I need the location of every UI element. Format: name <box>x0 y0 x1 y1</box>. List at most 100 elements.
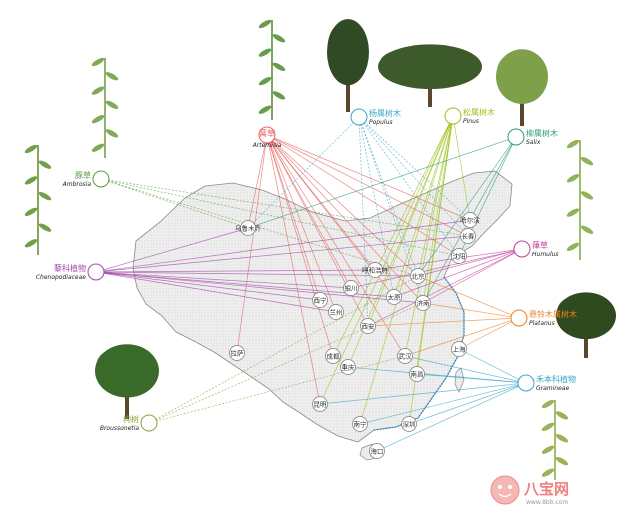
city-node-haikou: 海口 <box>369 443 385 459</box>
pollen-cn-label: 松属树木 <box>463 107 495 117</box>
link-artemisia-chengdu <box>266 134 334 357</box>
link-gramineae-haikou <box>376 382 527 452</box>
city-label: 乌鲁木齐 <box>235 223 262 232</box>
link-humulus-taiyuan <box>393 248 523 298</box>
chenopod-plant-icon <box>24 144 52 255</box>
city-node-chengdu: 成都 <box>325 348 341 364</box>
city-node-shanghai: 上海 <box>451 341 467 357</box>
connection-lines <box>95 115 527 452</box>
link-chenopodiaceae-taiyuan <box>95 271 395 298</box>
link-gramineae-shanghai <box>458 348 527 384</box>
city-label: 呼和浩特 <box>362 265 389 274</box>
city-label: 海口 <box>371 446 384 455</box>
ragweed-plant-icon <box>91 57 119 158</box>
city-node-beijing: 北京 <box>410 268 426 284</box>
link-pinus-nanning <box>359 115 454 425</box>
city-label: 西安 <box>362 321 376 330</box>
link-humulus-beijing <box>417 248 523 277</box>
pollen-latin-label: Platanus <box>529 320 555 327</box>
link-ambrosia-beijing <box>100 178 419 277</box>
grass-icon <box>541 399 569 480</box>
link-gramineae-nanning <box>359 382 527 425</box>
link-chenopodiaceae-lanzhou <box>95 271 337 313</box>
link-populus-beijing <box>358 116 419 277</box>
link-artemisia-lanzhou <box>266 134 337 313</box>
link-salix-urumqi <box>247 136 517 229</box>
link-chenopodiaceae-harbin <box>95 219 471 273</box>
city-nodes: 乌鲁木齐哈尔滨长春沈阳呼和浩特北京银川太原济南西宁兰州西安拉萨成都重庆武汉上海南… <box>229 212 480 459</box>
city-label: 南宁 <box>354 419 368 428</box>
link-pinus-taiyuan <box>393 115 454 298</box>
link-broussonetia-beijing <box>148 275 419 424</box>
city-node-nanning: 南宁 <box>352 416 368 432</box>
taiwan-island <box>454 367 465 393</box>
pollen-cn-label: 葎草 <box>532 240 548 250</box>
city-node-hohhot: 呼和浩特 <box>362 262 389 278</box>
link-chenopodiaceae-hohhot <box>95 269 376 273</box>
pollen-latin-label: Populus <box>369 119 393 126</box>
link-artemisia-xining <box>266 134 321 301</box>
willow-tree-icon <box>496 49 548 126</box>
link-platanus-wuhan <box>404 317 520 357</box>
city-label: 长春 <box>462 231 476 240</box>
link-populus-changchun <box>358 116 469 237</box>
pine-tree-icon <box>378 44 482 107</box>
pollen-cn-label: 杨属树木 <box>369 108 401 118</box>
link-chenopodiaceae-jinan <box>95 271 424 304</box>
link-gramineae-wuhan <box>404 355 527 384</box>
pollen-latin-label: Broussonetia <box>100 425 139 432</box>
link-chenopodiaceae-yinchuan <box>95 271 352 289</box>
city-node-kunming: 昆明 <box>312 396 328 412</box>
city-label: 银川 <box>345 283 358 292</box>
city-node-jinan: 济南 <box>415 295 431 311</box>
link-humulus-jinan <box>422 248 523 304</box>
city-label: 拉萨 <box>231 348 245 357</box>
pollen-latin-label: Humulus <box>532 251 559 258</box>
city-node-wuhan: 武汉 <box>397 348 413 364</box>
pollen-latin-label: Gramineae <box>536 385 569 392</box>
pollen-cn-label: 悬铃木属树木 <box>529 309 577 319</box>
plane-tree-icon <box>556 292 616 358</box>
link-broussonetia-jinan <box>148 302 424 424</box>
link-populus-urumqi <box>247 116 360 229</box>
city-node-nanchang: 南昌 <box>409 366 425 382</box>
link-gramineae-shenzhen <box>408 382 527 425</box>
artemisia-plant-icon <box>258 19 286 120</box>
pollen-cn-label: 构树 <box>123 414 139 424</box>
link-pinus-xian <box>367 115 454 327</box>
link-platanus-shanghai <box>458 317 520 350</box>
pollen-cn-label: 禾本科植物 <box>536 374 576 384</box>
city-node-changchun: 长春 <box>460 228 476 244</box>
city-label: 重庆 <box>342 362 356 371</box>
city-label: 北京 <box>412 271 426 280</box>
pollen-latin-label: Salix <box>526 139 541 146</box>
city-label: 济南 <box>417 298 431 307</box>
link-chenopodiaceae-urumqi <box>95 227 249 273</box>
link-populus-xian <box>358 116 369 327</box>
link-gramineae-kunming <box>319 382 527 405</box>
pollen-latin-label: Chenopodiaceae <box>36 274 86 281</box>
pollen-latin-label: Artemisia <box>252 142 282 149</box>
city-label: 南昌 <box>411 369 424 378</box>
watermark-url: www.8bb.com <box>526 499 568 506</box>
link-populus-harbin <box>358 116 471 221</box>
link-pinus-jinan <box>422 115 454 304</box>
link-platanus-jinan <box>422 302 520 319</box>
link-pinus-wuhan <box>404 115 454 357</box>
city-label: 西宁 <box>314 295 328 304</box>
city-node-yinchuan: 银川 <box>343 280 359 296</box>
pollen-cn-label: 豚草 <box>75 170 91 180</box>
city-label: 太原 <box>388 292 402 301</box>
city-node-shenzhen: 深圳 <box>401 416 417 432</box>
city-label: 成都 <box>327 351 341 360</box>
link-broussonetia-wuhan <box>148 355 406 424</box>
